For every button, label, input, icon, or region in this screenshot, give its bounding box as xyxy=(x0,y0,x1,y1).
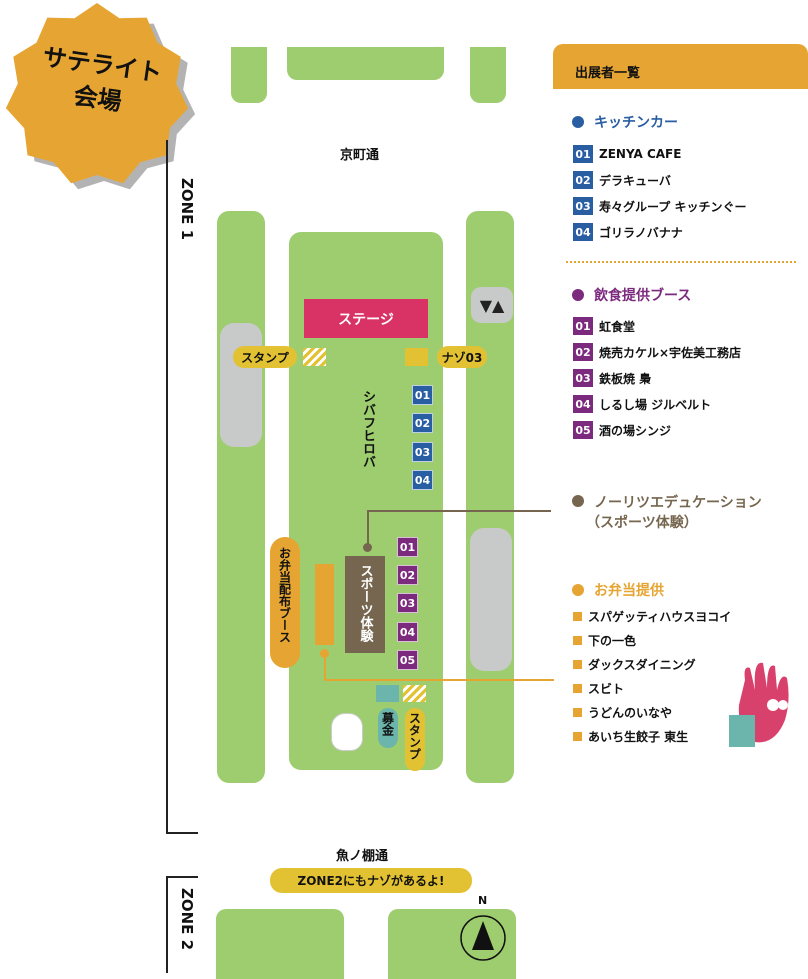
category-kitchen-car: キッチンカー xyxy=(572,112,678,132)
category-bento: お弁当提供 xyxy=(572,580,664,600)
square-bullet-icon xyxy=(573,732,582,741)
donation-label: 募金 xyxy=(378,708,398,748)
zone2-label: ZONE 2 xyxy=(178,888,196,951)
left-green-strip xyxy=(217,211,265,783)
mascot-icon xyxy=(331,713,363,751)
compass-icon xyxy=(460,915,506,961)
kitchen-car-02: 02 xyxy=(412,413,433,433)
gray-area xyxy=(220,323,262,447)
kitchen-car-01: 01 xyxy=(412,385,433,405)
gray-area xyxy=(470,528,512,671)
purple-dot-icon xyxy=(572,289,584,301)
square-bullet-icon xyxy=(573,708,582,717)
food-booth-05: 05 xyxy=(397,650,418,670)
category-sports: ノーリツエデュケーション（スポーツ体験） xyxy=(572,492,762,532)
green-block xyxy=(231,47,267,103)
green-block xyxy=(287,47,444,80)
satellite-venue-badge xyxy=(5,3,196,190)
bento-item: スパゲッティハウスヨコイ xyxy=(573,608,731,625)
zone1-label: ZONE 1 xyxy=(178,178,196,241)
bento-item: 下の一色 xyxy=(573,632,636,649)
food-booth-01: 01 xyxy=(397,537,418,557)
bento-connector xyxy=(324,653,326,681)
sports-connector xyxy=(367,510,369,546)
stamp-label-2: スタンプ xyxy=(405,708,425,771)
nazo-label: ナゾ03 xyxy=(437,346,487,368)
zone1-bracket-end xyxy=(166,832,198,834)
bento-booth xyxy=(315,564,334,645)
orange-dot-icon xyxy=(572,584,584,596)
sports-area: スポーツ体験 xyxy=(345,556,385,653)
bento-item: うどんのいなや xyxy=(573,704,672,721)
divider xyxy=(566,261,796,263)
stamp-label: スタンプ xyxy=(233,346,297,368)
category-food-booth: 飲食提供ブース xyxy=(572,285,691,305)
zone2-bracket-top xyxy=(166,876,198,878)
zone2-bracket xyxy=(166,876,168,973)
square-bullet-icon xyxy=(573,636,582,645)
street-uonotana: 魚ノ棚通 xyxy=(336,849,389,864)
bento-item: ダックスダイニング xyxy=(573,656,696,673)
hand-mascot-icon xyxy=(729,662,789,747)
lawn-label: シバフヒロバ xyxy=(360,390,375,468)
sports-connector-h xyxy=(367,510,551,512)
green-block xyxy=(470,47,506,103)
food-booth-03: 03 xyxy=(397,593,418,613)
bento-label: お弁当配布ブース xyxy=(270,537,300,668)
green-block xyxy=(388,909,516,979)
bento-connector-h xyxy=(324,679,554,681)
bento-item: あいち生餃子 東生 xyxy=(573,728,688,745)
kitchen-car-04: 04 xyxy=(412,470,433,490)
street-kyomachi: 京町通 xyxy=(340,148,380,163)
donation-spot xyxy=(376,685,399,702)
food-booth-04: 04 xyxy=(397,622,418,642)
square-bullet-icon xyxy=(573,660,582,669)
bento-item: スビト xyxy=(573,680,624,697)
square-bullet-icon xyxy=(573,612,582,621)
green-block xyxy=(216,909,344,979)
restroom-icon: ▼▲ xyxy=(471,287,513,323)
zone2-hint: ZONE2にもナゾがあるよ! xyxy=(270,868,472,893)
kitchen-car-03: 03 xyxy=(412,442,433,462)
blue-dot-icon xyxy=(572,116,584,128)
stamp-spot-2 xyxy=(403,685,426,702)
sports-connector-dot xyxy=(363,543,372,552)
food-booth-02: 02 xyxy=(397,565,418,585)
exhibitor-list-header: 出展者一覧 xyxy=(553,44,808,89)
zone1-bracket xyxy=(166,140,168,834)
stage: ステージ xyxy=(304,299,428,338)
compass-north: N xyxy=(478,894,488,907)
stamp-spot xyxy=(303,348,326,366)
brown-dot-icon xyxy=(572,495,584,507)
square-bullet-icon xyxy=(573,684,582,693)
nazo-spot xyxy=(405,348,428,366)
